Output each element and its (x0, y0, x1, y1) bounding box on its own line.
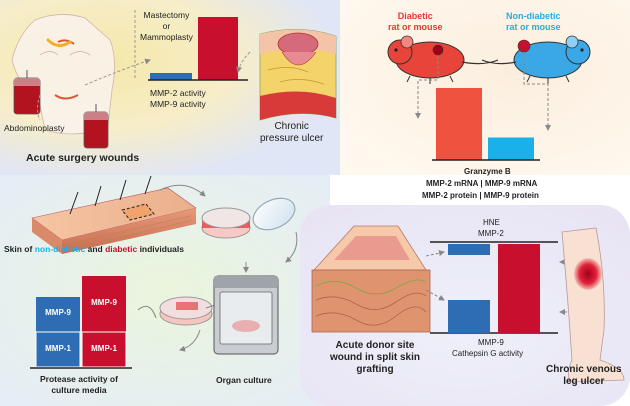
pressure-ulcer-label: Chronic pressure ulcer (260, 121, 324, 144)
petri-dish-pair-icon (201, 197, 296, 239)
skin-block-illustration (31, 175, 197, 254)
mmp-mrna-label: MMP-2 mRNA | MMP-9 mRNA (426, 179, 538, 188)
diabetic-rodent-label: Diabetic rat or mouse (388, 11, 443, 32)
diabetic-mmp1-box-label: MMP-1 (91, 344, 117, 353)
hne-label: HNE (483, 218, 500, 227)
surgery-bar-acute (150, 73, 192, 80)
rodent-bar-chart (436, 88, 534, 160)
protease-box-chart (30, 276, 132, 369)
mastectomy-label: Mastectomy or Mammoplasty (140, 10, 193, 42)
organ-culture-label: Organ culture (216, 375, 272, 385)
surgery-bar-chronic (198, 17, 238, 80)
mmp-protein-label: MMP-2 protein | MMP-9 protein (422, 191, 539, 200)
skin-label-nondiabetic: non-diabetic (34, 244, 86, 254)
graft-bar-chart (448, 244, 540, 333)
skin-label-prefix: Skin of (4, 244, 35, 254)
venous-ulcer-label: Chronic venous leg ulcer (546, 364, 622, 387)
leg-ulcer-illustration (561, 227, 625, 383)
skin-label-and: and (85, 244, 106, 254)
diabetic-mmp9-box-label: MMP-9 (91, 298, 117, 307)
abdominoplasty-label: Abdominoplasty (4, 123, 65, 133)
rodent-bar-nondiabetic (488, 137, 534, 160)
mmp2-graft-label: MMP-2 (478, 229, 504, 238)
pressure-ulcer-illustration (259, 29, 337, 121)
nondiabetic-mmp9-box-label: MMP-9 (45, 308, 71, 317)
acute-surgery-title: Acute surgery wounds (26, 152, 140, 164)
donor-site-wound-illustration (311, 225, 431, 333)
nondiabetic-rodent-label: Non-diabetic rat or mouse (506, 11, 561, 32)
nondiabetic-rodent-icon (481, 35, 591, 84)
mmp9-graft-label: MMP-9 (478, 338, 504, 347)
cathepsin-g-label: Cathepsin G activity (452, 349, 524, 358)
incubator-icon (213, 275, 279, 355)
surgery-bar-chart (150, 17, 238, 80)
nondiabetic-mmp1-box-label: MMP-1 (45, 344, 71, 353)
skin-label-diabetic: diabetic (105, 244, 138, 254)
skin-label-suffix: individuals (137, 244, 184, 254)
mmp9-activity-label: MMP-9 activity (150, 99, 206, 109)
body-illustration (11, 14, 115, 135)
graft-bottom-bar-chronic (498, 289, 540, 333)
donor-site-label: Acute donor site wound in split skin gra… (330, 340, 420, 375)
rodent-bar-diabetic (436, 88, 482, 160)
graft-bottom-bar-acute (448, 300, 490, 333)
skin-source-label: Skin of non-diabetic and diabetic indivi… (4, 244, 184, 254)
diabetic-rodent-icon (387, 35, 499, 84)
drain-bag-right-icon (83, 104, 109, 149)
granzyme-b-label: Granzyme B (464, 167, 511, 176)
mmp2-activity-label: MMP-2 activity (150, 88, 206, 98)
culture-dish-icon (159, 296, 213, 326)
graft-top-bar-acute (448, 244, 490, 255)
protease-activity-label: Protease activity of culture media (40, 374, 118, 395)
